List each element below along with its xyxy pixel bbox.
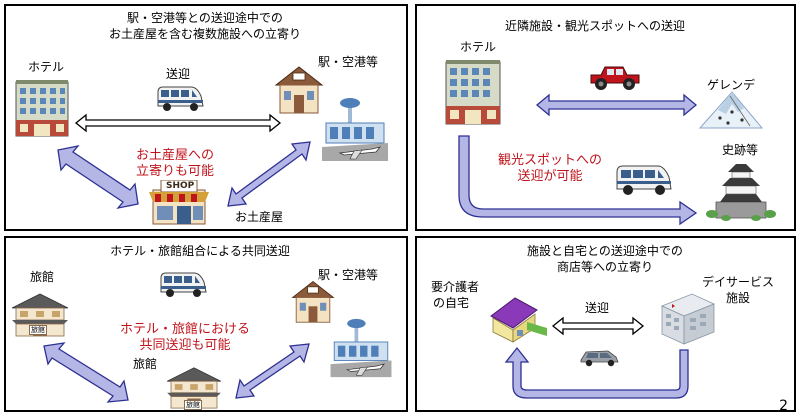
castle-icon	[706, 164, 776, 221]
panel-1-title-line-2: お土産屋を含む複数施設への立寄り	[108, 27, 301, 41]
slope-label: ゲレンデ	[707, 78, 756, 92]
minivan-icon	[580, 350, 619, 367]
shop-sign-text: SHOP	[166, 181, 195, 191]
house-icon	[490, 297, 547, 343]
dayservice-building-icon	[660, 293, 716, 345]
ryokan-label-left: 旅館	[30, 270, 55, 284]
ryokan-sign-bottom: 旅館	[184, 400, 202, 410]
panel-4-title-line-1: 施設と自宅との送迎途中での	[527, 244, 683, 258]
home-label-line-1: 要介護者	[431, 280, 480, 294]
station-label: 駅・空港等	[318, 55, 379, 69]
airport-icon	[322, 98, 388, 161]
station-label-3: 駅・空港等	[318, 268, 379, 282]
van-icon	[157, 86, 204, 111]
station-building-icon	[274, 66, 324, 114]
panel-1-title-line-1: 駅・空港等との送迎途中での	[127, 11, 283, 25]
page-number: 2	[779, 398, 788, 414]
double-arrow-hotel-station	[74, 113, 282, 133]
u-arrow-return-home	[504, 346, 689, 399]
panel-2-note-line-1: 観光スポットへの	[497, 153, 602, 168]
transfer-label-4: 送迎	[585, 301, 610, 315]
historic-label: 史跡等	[722, 143, 759, 157]
dayservice-label-line-2: 施設	[725, 291, 750, 305]
ryokan-label-bottom: 旅館	[133, 357, 158, 371]
van-icon-3	[160, 272, 207, 297]
panel-2-title: 近隣施設・観光スポットへの送迎	[504, 19, 685, 33]
airport-icon-3	[330, 318, 392, 378]
panel-3-note-line-2: 共同送迎も可能	[139, 338, 231, 353]
diagonal-arrow-hotel-shop	[57, 145, 139, 209]
panel-3	[4, 236, 408, 412]
panel-2-note-line-2: 送迎が可能	[517, 169, 583, 184]
ryokan-sign-left: 旅館	[29, 325, 47, 335]
panel-3-title: ホテル・旅館組合による共同送迎	[110, 244, 290, 258]
diagonal-arrow-ryokan-station	[235, 343, 310, 399]
hotel-building-icon-2	[445, 60, 501, 125]
home-label-line-2: の自宅	[433, 296, 470, 310]
ski-slope-icon	[698, 91, 764, 129]
shop-label: お土産屋	[235, 210, 284, 224]
hotel-label: ホテル	[28, 60, 65, 74]
panel-1-note-line-1: お土産屋への	[135, 148, 214, 163]
transfer-label: 送迎	[166, 67, 191, 81]
diagonal-arrow-shop-station	[227, 141, 311, 207]
dayservice-label-line-1: デイサービス	[701, 275, 774, 289]
hotel-building-icon	[15, 80, 69, 137]
van-icon-2	[616, 165, 672, 195]
souvenir-shop-icon	[149, 180, 209, 225]
hotel-label-2: ホテル	[460, 40, 497, 54]
diagonal-arrow-ryokan-left	[43, 342, 129, 403]
double-arrow-hotel-slope	[535, 93, 698, 117]
station-building-icon-3	[291, 280, 335, 323]
jeep-icon	[590, 66, 640, 90]
panel-4-title-line-2: 商店等への立寄り	[556, 260, 653, 274]
double-arrow-home-dayservice	[551, 316, 645, 336]
l-arrow-hotel-historic	[458, 135, 698, 226]
panel-3-note-line-1: ホテル・旅館における	[119, 322, 250, 337]
panel-1-note-line-2: 立寄りも可能	[135, 164, 214, 179]
